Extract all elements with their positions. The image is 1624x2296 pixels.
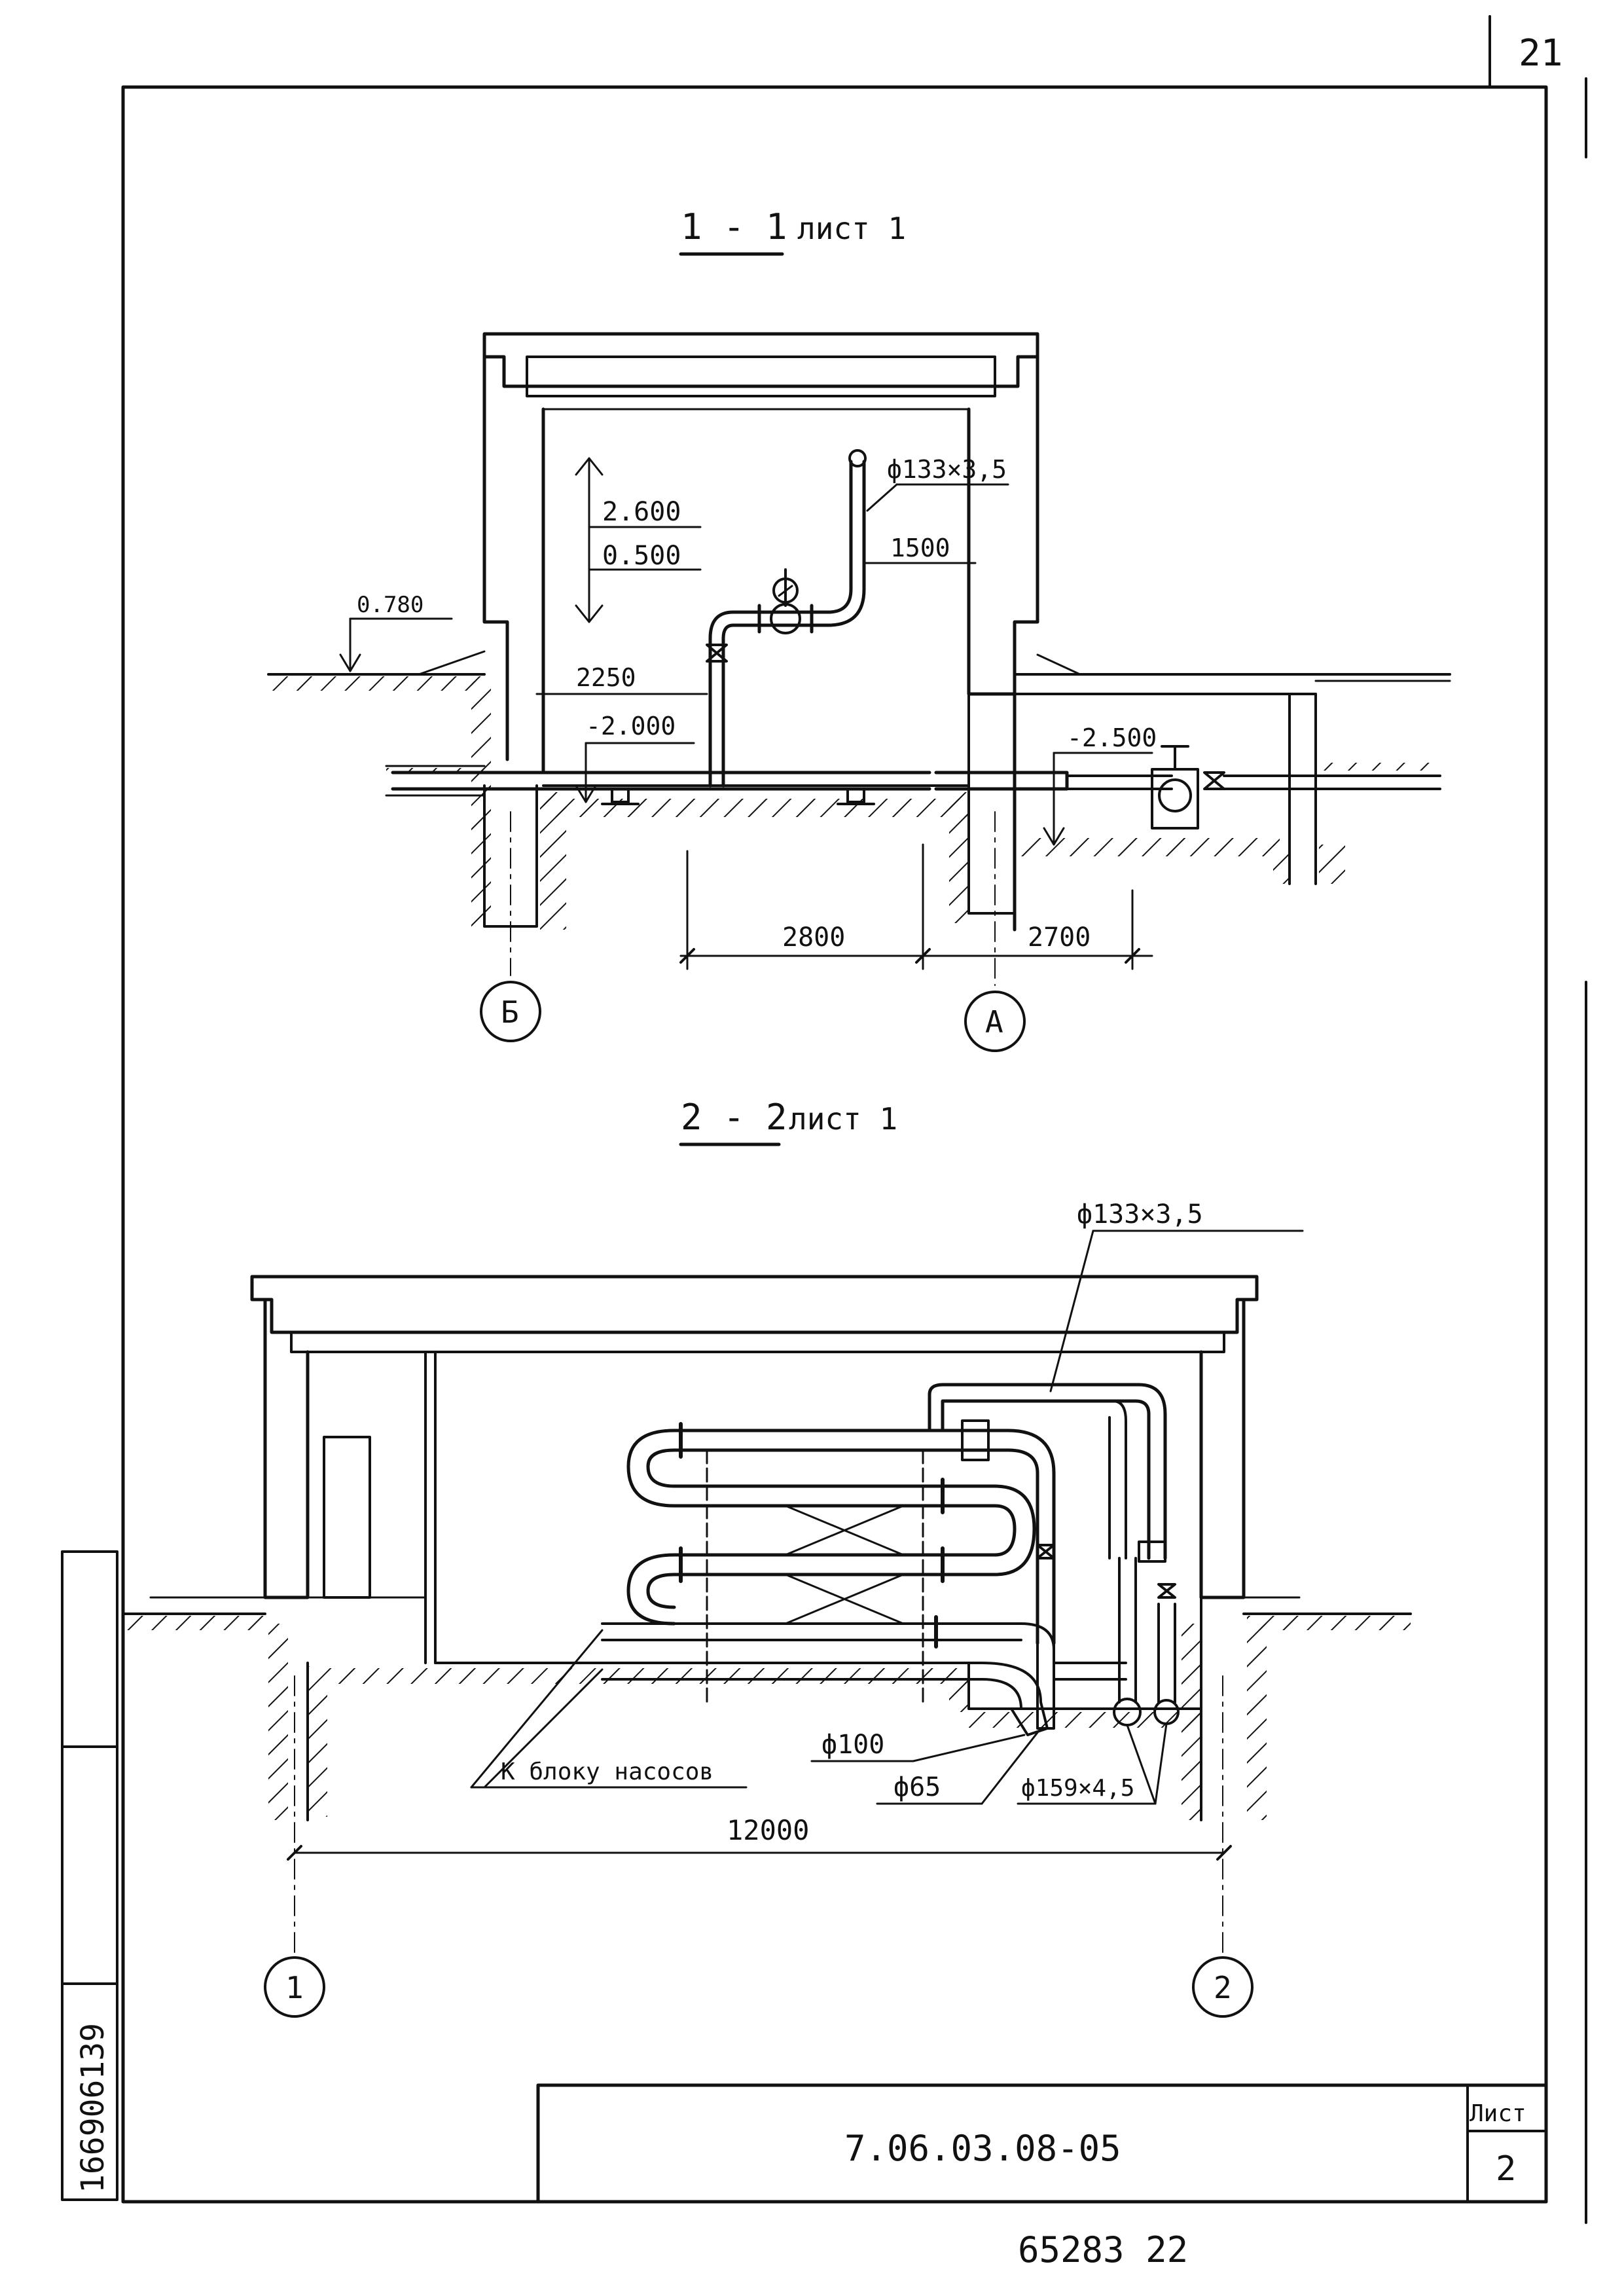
section-1-dimensions: 2.600 0.500 ф133×3,5 1500 0.780 2250 -2.…	[339, 455, 1157, 1052]
section-1-sheet-ref: лист 1	[797, 211, 906, 246]
vertical-code: 166906139	[75, 2023, 111, 2193]
section-2-sheet-ref: лист 1	[789, 1101, 897, 1137]
phi65-label: ф65	[893, 1772, 941, 1802]
elev-0780-label: 0.780	[357, 592, 424, 618]
sheet-number: 2	[1496, 2149, 1516, 2189]
section-2-ground	[123, 1596, 1412, 1820]
bottom-stamp: 65283 22	[1018, 2229, 1188, 2270]
axis-1-marker	[264, 1956, 325, 2018]
page-number: 21	[1519, 32, 1562, 75]
axis-1-label: 1	[285, 1970, 304, 2005]
title-block: 7.06.03.08-05 Лист 2	[536, 2083, 1548, 2204]
sheet-label: Лист	[1470, 2100, 1526, 2127]
elev-2600-label: 2.600	[602, 497, 681, 527]
dim-2800-label: 2800	[782, 922, 845, 953]
elev-m2000-label: -2.000	[586, 712, 676, 740]
axis-b-marker	[480, 981, 541, 1042]
section-2-number: 2 - 2	[681, 1097, 787, 1138]
dim-1500-label: 1500	[890, 534, 950, 562]
section-1-title: 1 - 1 лист 1	[679, 206, 906, 256]
section-1-piping	[385, 449, 1443, 829]
phi100-label: ф100	[821, 1730, 884, 1760]
pumps-label: К блоку насосов	[501, 1758, 713, 1785]
pipe-133-label-bottom: ф133×3,5	[1077, 1199, 1203, 1230]
axis-b-label: Б	[501, 994, 519, 1030]
section-1-number: 1 - 1	[681, 206, 787, 247]
axis-a-marker	[964, 991, 1026, 1052]
section-2-piping	[601, 1383, 1180, 1736]
axis-2-marker	[1192, 1956, 1254, 2018]
axis-a-label: А	[985, 1004, 1003, 1040]
elev-0500-label: 0.500	[602, 541, 681, 571]
axis-2-label: 2	[1214, 1970, 1232, 2005]
dim-12000-label: 12000	[727, 1814, 809, 1846]
section-2-annotations: ф133×3,5 К блоку насосов ф100 ф65 ф159×4…	[264, 1199, 1304, 2018]
section-2-title: 2 - 2 лист 1	[679, 1097, 897, 1146]
pipe-133-label-top: ф133×3,5	[887, 455, 1007, 484]
document-code: 7.06.03.08-05	[844, 2128, 1121, 2169]
elev-m2500-label: -2.500	[1067, 723, 1157, 752]
phi159-label: ф159×4,5	[1021, 1775, 1134, 1802]
dim-2250-label: 2250	[576, 663, 636, 692]
dim-2700-label: 2700	[1028, 922, 1091, 953]
section-2-building	[250, 1275, 1259, 1821]
